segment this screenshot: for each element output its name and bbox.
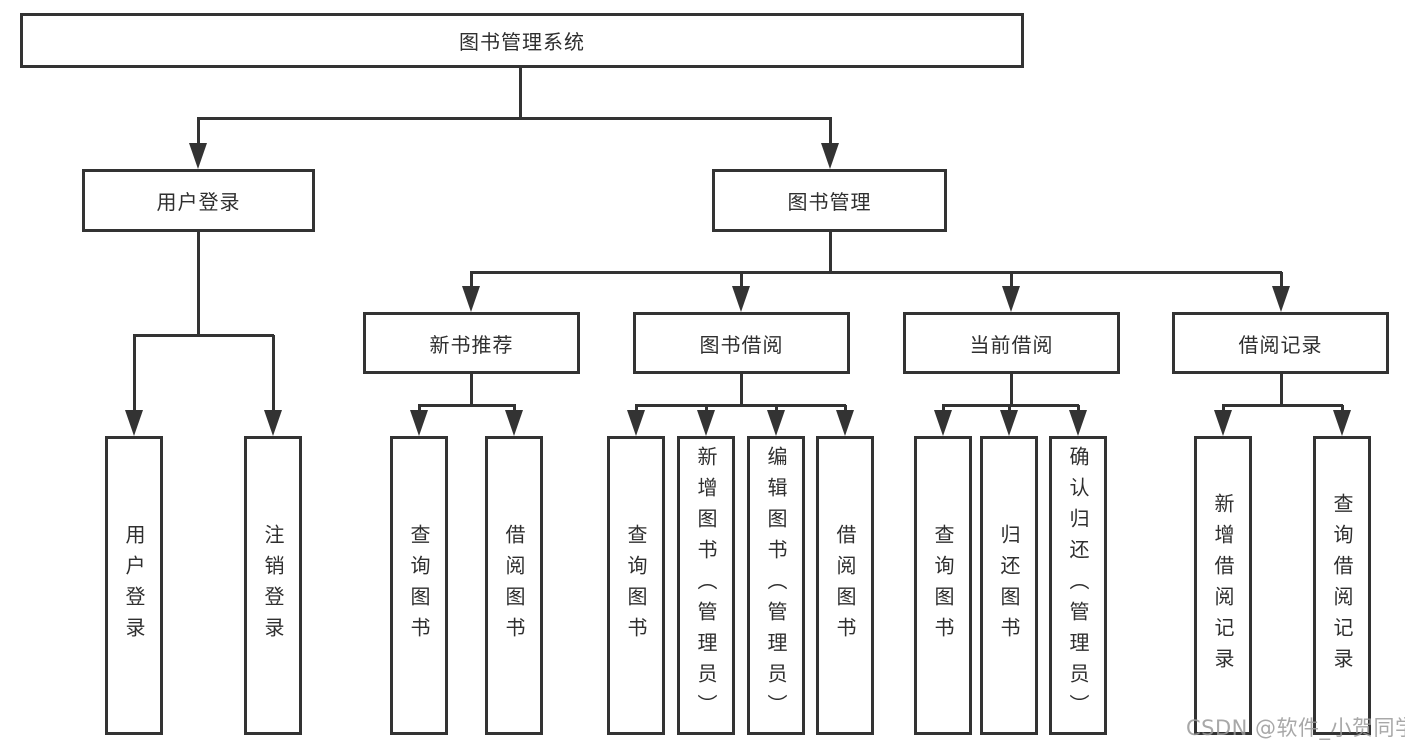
node-user-login: 用户登录 [82,169,315,232]
leaf-node-add-book-admin: 新增图书（管理员） [677,436,735,735]
arrow-to-leaf-edit-book [767,405,785,436]
node-book-mgmt: 图书管理 [712,169,947,232]
leaf-label: 新增图书（管理员） [694,446,718,725]
leaf-label: 查询图书 [931,523,955,648]
leaf-label: 用户登录 [122,523,146,648]
leaf-label: 借阅图书 [833,523,857,648]
connector-root-rail [197,117,832,120]
arrow-to-borrow-record [1272,272,1290,312]
arrow-to-leaf-borrow-book [836,405,854,436]
leaf-label: 确认归还（管理员） [1066,446,1090,725]
leaf-label: 查询借阅记录 [1330,492,1354,679]
csdn-watermark: CSDN @软件_小贺同学 [1186,716,1405,740]
leaf-node-confirm-return-admin: 确认归还（管理员） [1049,436,1107,735]
arrow-to-book-borrow [732,272,750,312]
leaf-label: 查询图书 [624,523,648,648]
arrow-to-leaf-borrow-query [627,405,645,436]
leaf-label: 新增借阅记录 [1211,492,1235,679]
connector-book-borrow-stem [740,374,743,406]
leaf-node-rec-borrow-book: 借阅图书 [485,436,543,735]
arrow-to-leaf-user-login [125,335,143,436]
arrow-to-current-borrow [1002,272,1020,312]
arrow-to-leaf-current-query [934,405,952,436]
connector-book-mgmt-stem [829,232,832,273]
connector-root-stem [519,68,522,118]
connector-book-borrow-rail [635,404,846,407]
leaf-node-rec-query-book: 查询图书 [390,436,448,735]
leaf-node-edit-book-admin: 编辑图书（管理员） [747,436,805,735]
leaf-node-user-login: 用户登录 [105,436,163,735]
node-borrow-record: 借阅记录 [1172,312,1389,374]
leaf-node-logout: 注销登录 [244,436,302,735]
connector-borrow-record-stem [1280,374,1283,406]
connector-book-mgmt-rail [470,271,1282,274]
connector-user-login-rail [133,334,274,337]
arrow-to-leaf-query-record [1333,405,1351,436]
node-current-borrow: 当前借阅 [903,312,1120,374]
leaf-node-query-borrow-record: 查询借阅记录 [1313,436,1371,735]
arrow-to-leaf-add-record [1214,405,1232,436]
arrow-to-leaf-rec-query [410,405,428,436]
connector-current-borrow-stem [1010,374,1013,406]
leaf-label: 借阅图书 [502,523,526,648]
arrow-to-book-mgmt [821,118,839,169]
arrow-to-leaf-rec-borrow [505,405,523,436]
arrow-to-leaf-logout [264,335,282,436]
arrow-to-leaf-add-book [697,405,715,436]
leaf-node-add-borrow-record: 新增借阅记录 [1194,436,1252,735]
leaf-node-current-query-book: 查询图书 [914,436,972,735]
leaf-label: 注销登录 [261,523,285,648]
arrow-to-new-book-rec [462,272,480,312]
leaf-node-borrow-query-book: 查询图书 [607,436,665,735]
arrow-to-user-login [189,118,207,169]
connector-user-login-stem [197,232,200,336]
leaf-node-borrow-book: 借阅图书 [816,436,874,735]
node-root: 图书管理系统 [20,13,1024,68]
leaf-node-return-book: 归还图书 [980,436,1038,735]
leaf-label: 归还图书 [997,523,1021,648]
leaf-label: 查询图书 [407,523,431,648]
leaf-label: 编辑图书（管理员） [764,446,788,725]
node-book-borrow: 图书借阅 [633,312,850,374]
node-new-book-rec: 新书推荐 [363,312,580,374]
connector-borrow-record-rail [1222,404,1343,407]
arrow-to-leaf-confirm-return [1069,405,1087,436]
connector-new-book-rec-stem [470,374,473,406]
arrow-to-leaf-return-book [1000,405,1018,436]
connector-new-book-rec-rail [418,404,516,407]
